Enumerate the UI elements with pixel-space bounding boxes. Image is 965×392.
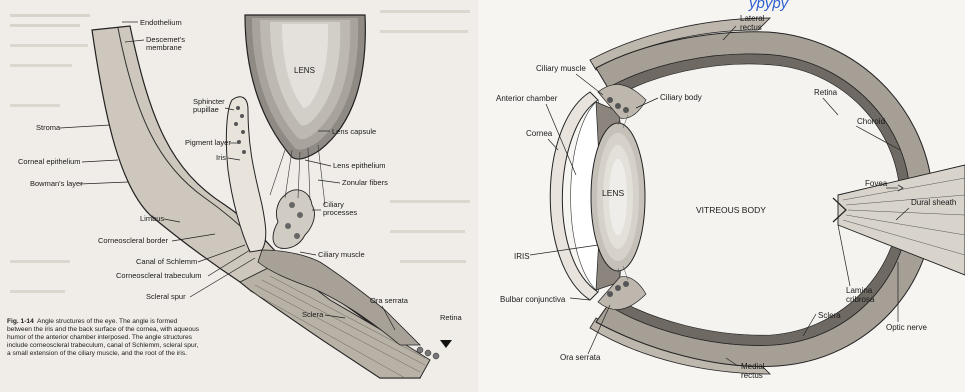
label-ora-serrata: Ora serrata	[370, 296, 409, 305]
label-zonular-fibers: Zonular fibers	[342, 178, 388, 187]
label-bulbar-conjunctiva: Bulbar conjunctiva	[500, 295, 566, 304]
label-lateral-rectus-2: rectus	[740, 23, 762, 32]
label-cornea: Cornea	[526, 129, 553, 138]
label-ciliary-processes-2: processes	[323, 208, 357, 217]
label-dural-sheath: Dural sheath	[911, 198, 956, 207]
label-ciliary-muscle: Ciliary muscle	[318, 250, 365, 259]
label-medial-rectus-2: rectus	[741, 371, 763, 380]
ciliary-processes-shape	[273, 190, 314, 249]
label-canal-of-schlemm: Canal of Schlemm	[136, 257, 197, 266]
label-descemet-2: membrane	[146, 43, 182, 52]
lens-shape	[245, 15, 365, 159]
label-corneal-epithelium: Corneal epithelium	[18, 157, 81, 166]
label-vitreous-body: VITREOUS BODY	[696, 205, 766, 215]
label-sclera: Sclera	[302, 310, 324, 319]
label-scleral-spur: Scleral spur	[146, 292, 186, 301]
label-choroid: Choroid	[857, 117, 885, 126]
label-iris: IRIS	[514, 252, 530, 261]
caption-text: Angle structures of the eye. The angle i…	[7, 318, 199, 357]
label-lateral-rectus-1: Lateral	[740, 14, 765, 23]
retina-arrow	[440, 340, 452, 348]
label-lens: LENS	[294, 66, 315, 75]
label-stroma: Stroma	[36, 123, 61, 132]
label-corneoscleral-trabeculum: Corneoscleral trabeculum	[116, 271, 201, 280]
label-fovea: Fovea	[865, 179, 888, 188]
label-sclera: Sclera	[818, 311, 841, 320]
label-retina: Retina	[814, 88, 838, 97]
eye-cross-section-drawing: Lateral rectus Ciliary muscle Retina Ant…	[478, 0, 965, 392]
label-lamina-cribrosa-1: Lamina	[846, 286, 873, 295]
label-pigment-layer: Pigment layer	[185, 138, 231, 147]
label-iris: Iris	[216, 153, 226, 162]
label-limbus: Limbus	[140, 214, 164, 223]
label-bowmans-layer: Bowman's layer	[30, 179, 83, 188]
figure-caption: Fig. 1-14 Angle structures of the eye. T…	[7, 318, 203, 358]
label-optic-nerve: Optic nerve	[886, 323, 927, 332]
label-ora-serrata: Ora serrata	[560, 353, 601, 362]
label-lamina-cribrosa-2: cribrosa	[846, 295, 875, 304]
label-ciliary-muscle: Ciliary muscle	[536, 64, 586, 73]
label-endothelium: Endothelium	[140, 18, 182, 27]
label-lens-capsule: Lens capsule	[332, 127, 376, 136]
angle-structures-panel: Endothelium Descemet's membrane LENS Str…	[0, 0, 478, 392]
label-lens: LENS	[602, 188, 625, 198]
label-retina: Retina	[440, 313, 463, 322]
label-medial-rectus-1: Medial	[741, 362, 765, 371]
label-ciliary-body: Ciliary body	[660, 93, 702, 102]
eye-cross-section-panel: Lateral rectus Ciliary muscle Retina Ant…	[478, 0, 965, 392]
caption-fig-number: Fig. 1-14	[7, 318, 34, 325]
label-corneoscleral-border: Corneoscleral border	[98, 236, 169, 245]
label-anterior-chamber: Anterior chamber	[496, 94, 558, 103]
label-sphincter-2: pupillae	[193, 105, 219, 114]
cropped-heading-text: ypypy	[749, 0, 788, 12]
label-lens-epithelium: Lens epithelium	[333, 161, 386, 170]
